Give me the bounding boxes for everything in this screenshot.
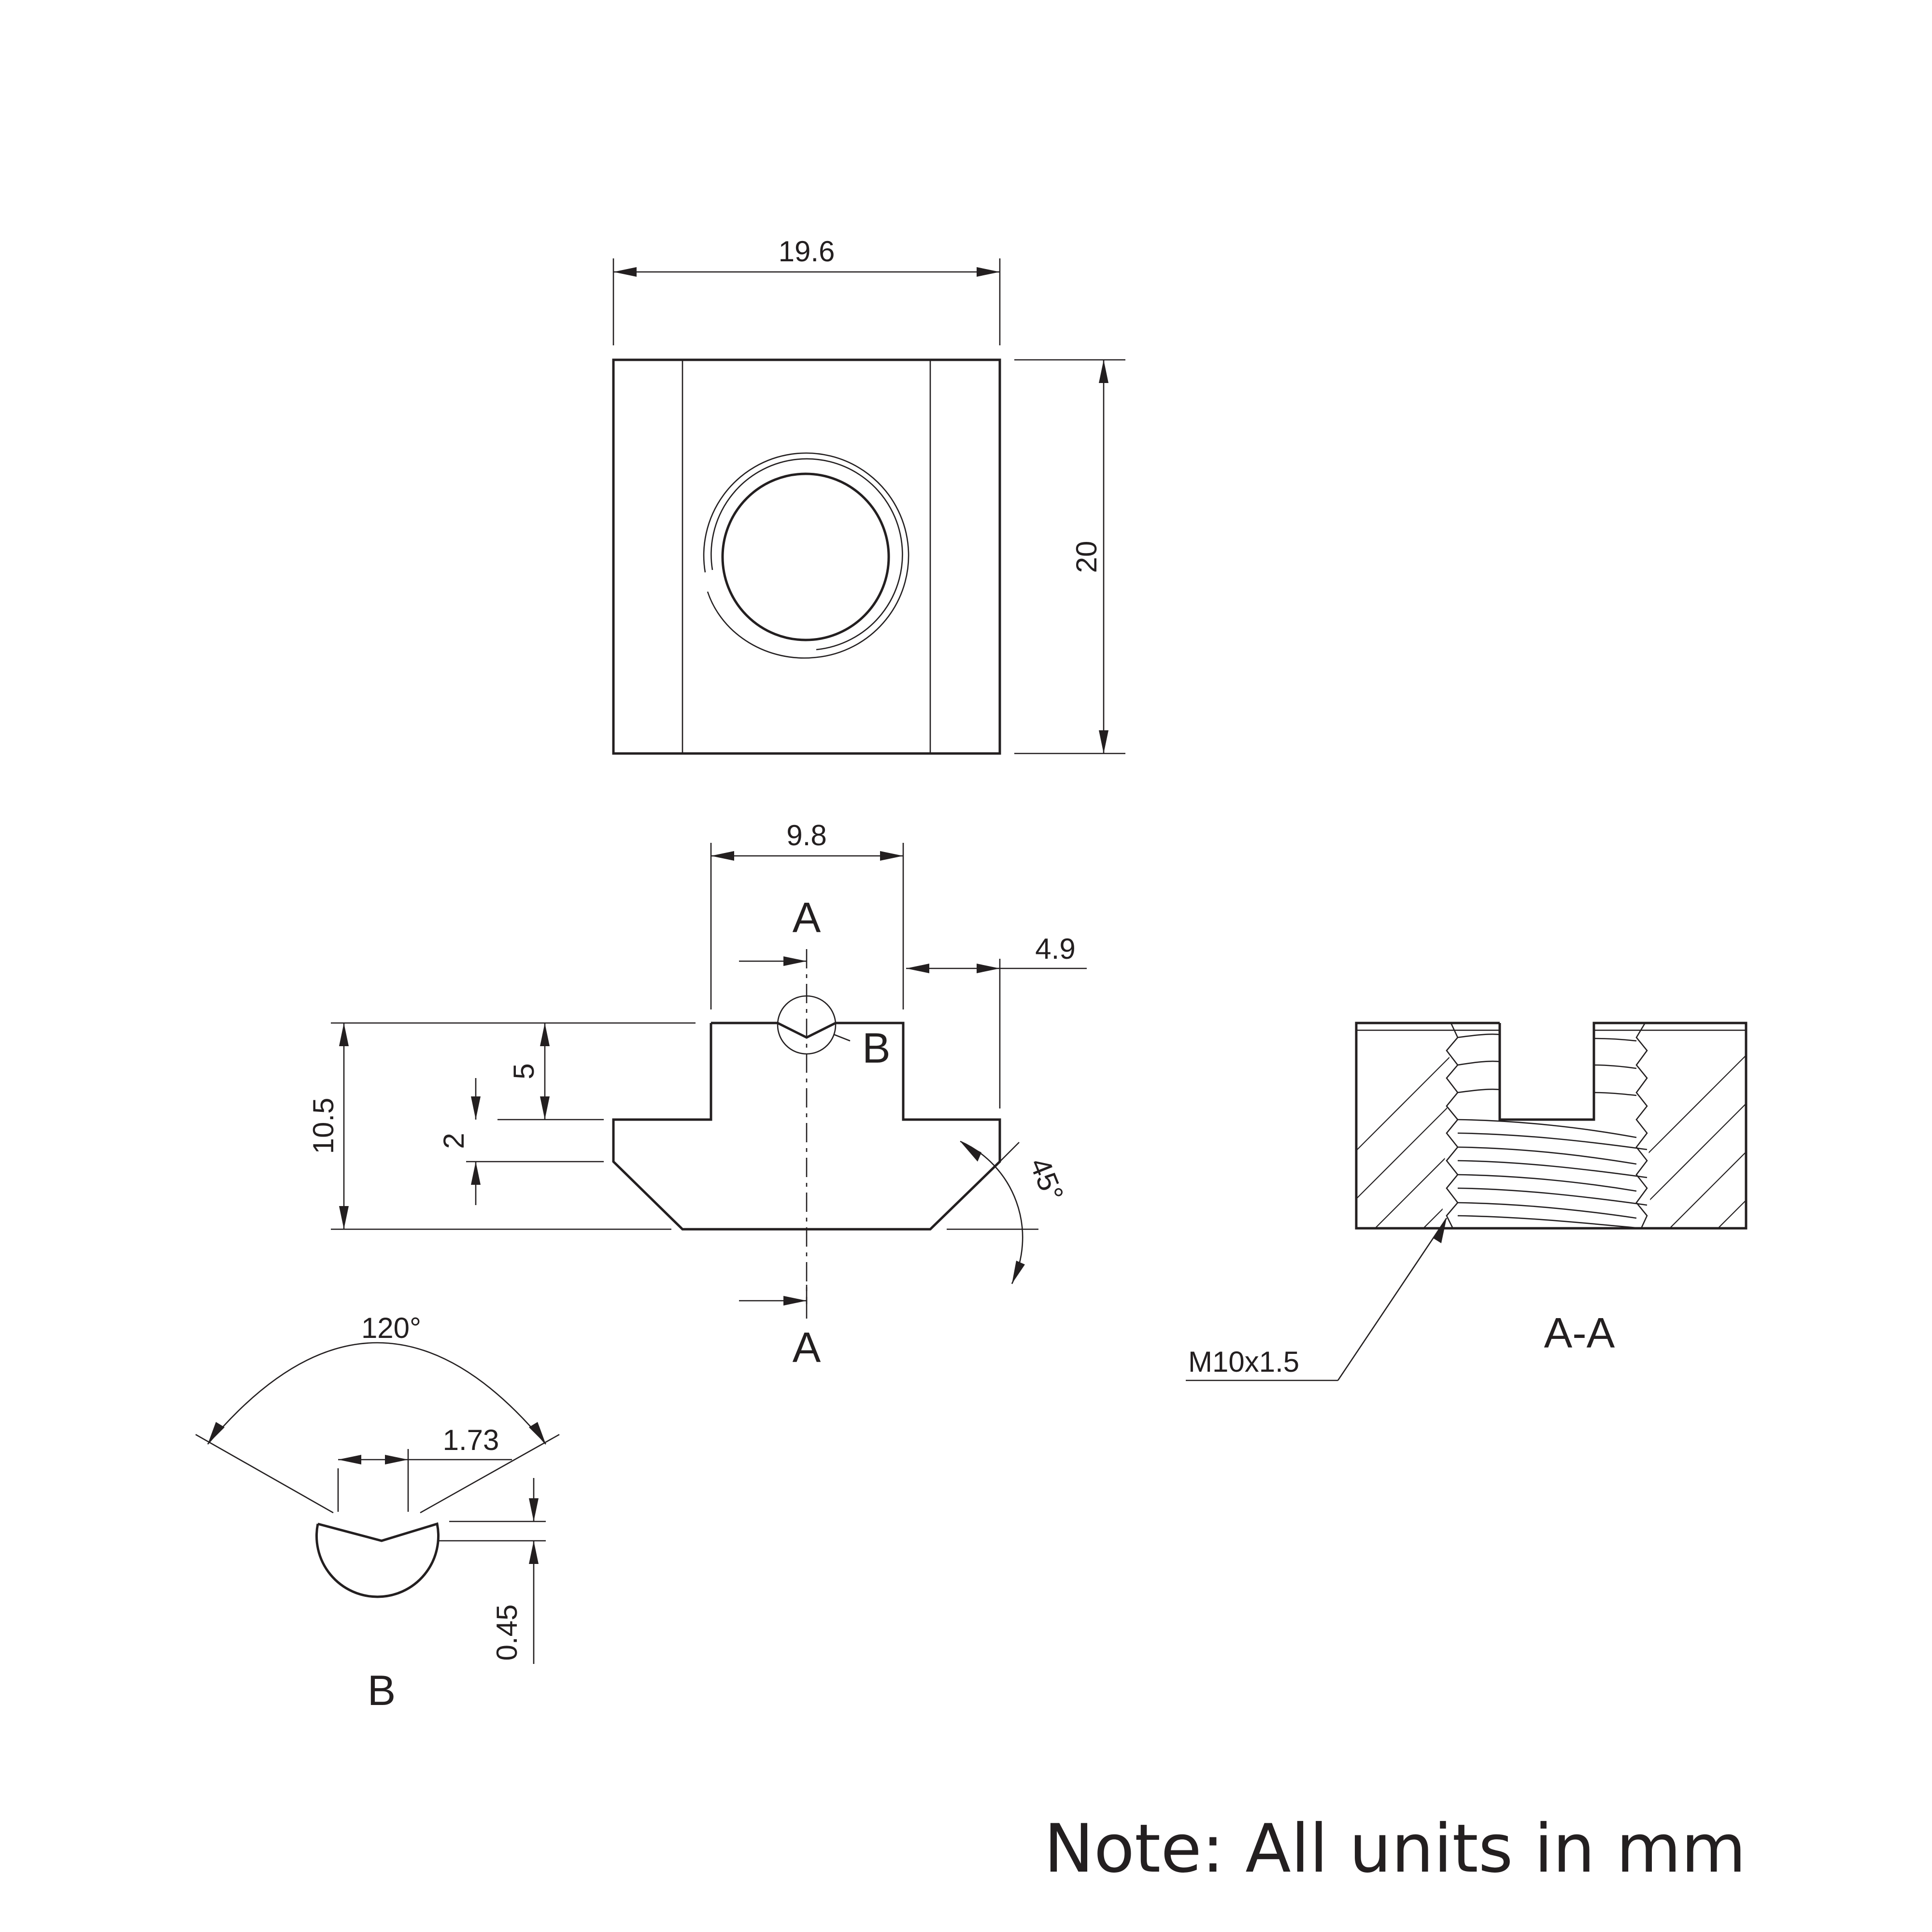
- detail-b-label: B: [862, 1024, 891, 1072]
- section-marker-bottom: A: [739, 1285, 821, 1371]
- front-view: [612, 949, 1001, 1304]
- dim-groove-angle-label: 120°: [361, 1312, 421, 1344]
- dim-flange-offset-label: 4.9: [1035, 933, 1075, 965]
- dim-total-height: 10.5: [307, 1022, 696, 1230]
- dim-neck-width: 9.8: [710, 819, 904, 1009]
- section-a-top-label: A: [793, 894, 821, 941]
- section-view: [1355, 1022, 1747, 1230]
- dim-flange-thickness: 2: [438, 1078, 604, 1205]
- dim-neck-height-label: 5: [508, 1063, 540, 1079]
- dim-flange-thickness-label: 2: [438, 1133, 470, 1149]
- dim-groove-depth-label: 0.45: [491, 1605, 523, 1661]
- section-title: A-A: [1544, 1309, 1615, 1357]
- dim-groove-angle: 120°: [207, 1312, 547, 1445]
- dim-chamfer-angle: 45°: [947, 1140, 1070, 1284]
- dim-groove-width-label: 1.73: [443, 1424, 499, 1456]
- dim-top-height-label: 20: [1070, 541, 1103, 573]
- detail-b-circle: [777, 995, 837, 1055]
- dim-neck-height: 5: [497, 1023, 604, 1121]
- dim-top-width: 19.6: [612, 235, 1001, 345]
- dim-groove-width: 1.73: [338, 1424, 512, 1464]
- dim-flange-offset: 4.9: [906, 933, 1087, 1108]
- dim-groove-depth: 0.45: [437, 1478, 546, 1664]
- top-view: [612, 358, 1001, 755]
- detail-b-title: B: [368, 1666, 396, 1714]
- units-note: Note: All units in mm: [1044, 1810, 1746, 1888]
- dim-neck-width-label: 9.8: [786, 819, 826, 852]
- dim-total-height-label: 10.5: [307, 1098, 340, 1154]
- section-a-bottom-label: A: [793, 1323, 821, 1371]
- thread-callout: M10x1.5: [1186, 1218, 1448, 1381]
- dim-top-width-label: 19.6: [779, 235, 835, 268]
- thread-label: M10x1.5: [1188, 1346, 1299, 1378]
- dim-top-height: 20: [1014, 359, 1125, 754]
- detail-b-view: [195, 1434, 560, 1598]
- dim-chamfer-angle-label: 45°: [1023, 1153, 1070, 1206]
- section-marker-top: A: [739, 894, 821, 966]
